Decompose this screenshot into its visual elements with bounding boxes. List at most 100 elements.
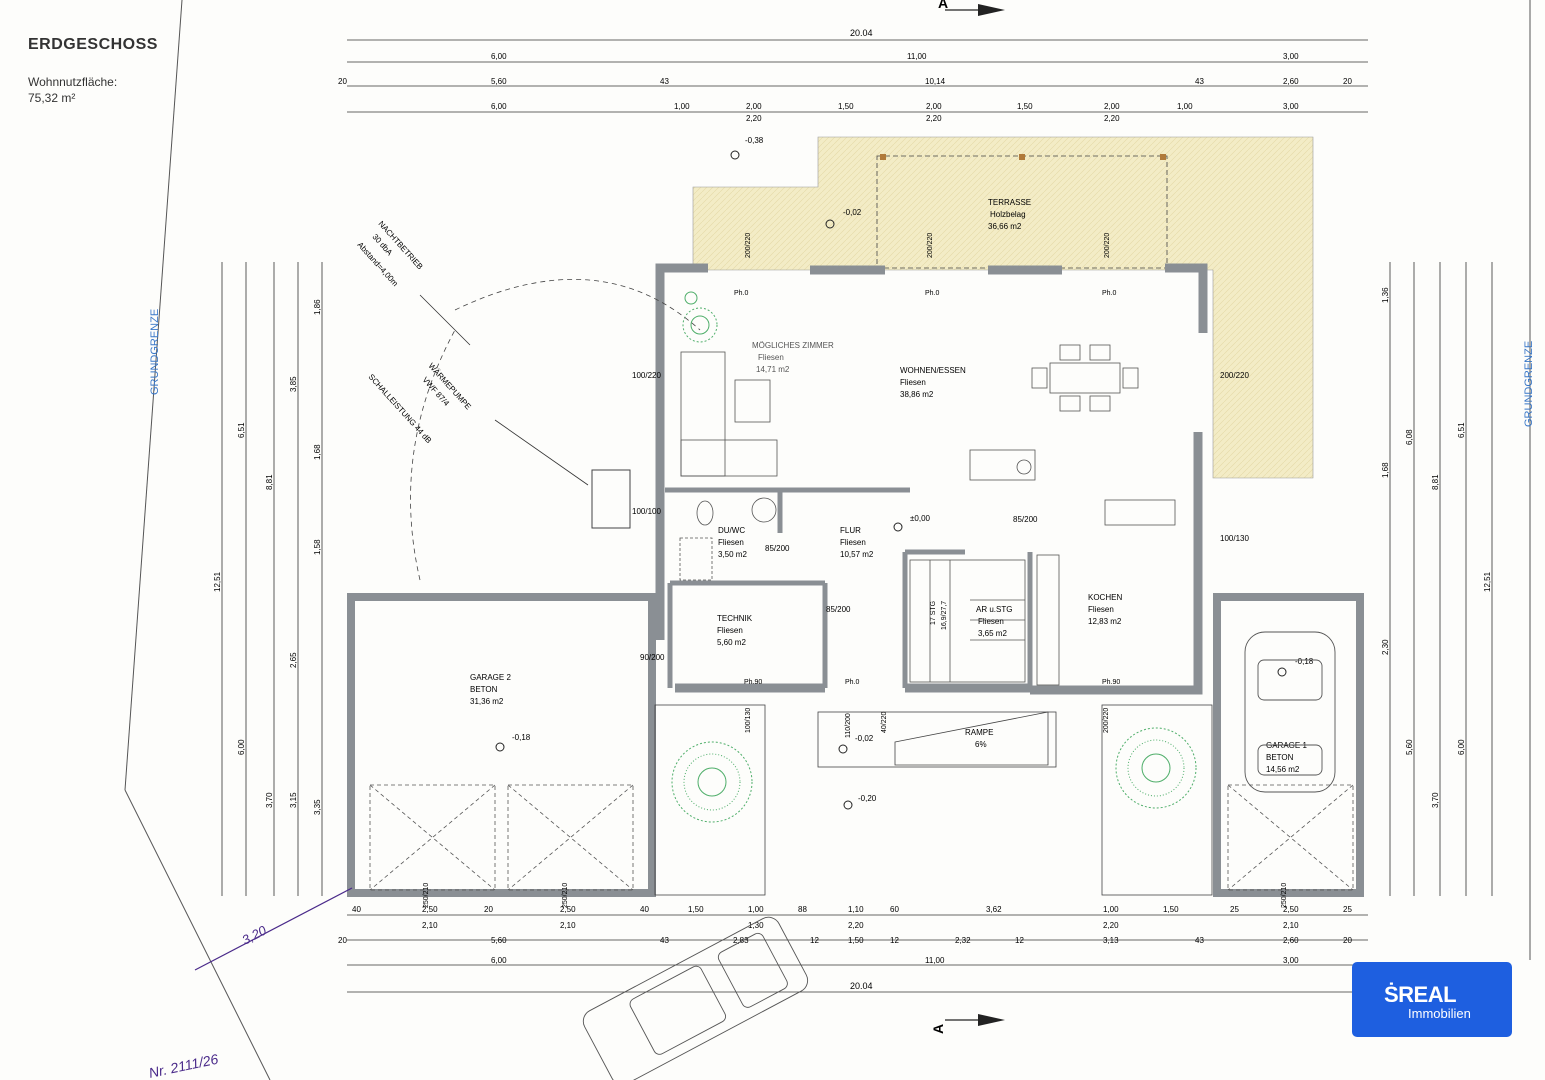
pergola-post xyxy=(880,154,886,160)
bottom-dim-20b: 20 xyxy=(338,936,347,945)
opening-dim: 90/200 xyxy=(640,653,665,662)
top-dim-100a: 1,00 xyxy=(674,102,690,111)
ramp xyxy=(894,711,1049,766)
car-icon xyxy=(582,916,809,1080)
opening-dim: 40/220 xyxy=(881,711,888,733)
section-arrow-top xyxy=(978,4,1005,16)
bottom-dim-12c: 12 xyxy=(1015,936,1024,945)
car-icon xyxy=(1244,631,1336,793)
bottom-dim-20a: 20 xyxy=(484,905,493,914)
bottom-dim-25b: 25 xyxy=(1343,905,1352,914)
room-wohnen-name: WOHNEN/ESSEN xyxy=(900,366,966,375)
room-garage2-floor: BETON xyxy=(470,685,498,694)
sofa-icon xyxy=(680,351,778,477)
interior-walls xyxy=(665,487,1033,688)
bottom-dim-88: 88 xyxy=(798,905,807,914)
left-dim-385: 3,85 xyxy=(289,376,298,392)
bottom-dim-100b: 1,00 xyxy=(1103,905,1119,914)
room-duwc-name: DU/WC xyxy=(718,526,745,535)
stairs-icon xyxy=(909,559,1026,683)
terrace-area xyxy=(692,136,1314,479)
bottom-dim-220a: 2,20 xyxy=(848,921,864,930)
top-dim-20b: 20 xyxy=(1343,77,1352,86)
kitchen-counter-icon xyxy=(969,449,1176,686)
section-arrow-bottom xyxy=(978,1014,1005,1026)
parapet-label: Ph.0 xyxy=(1102,290,1117,297)
room-zimmer-name: MÖGLICHES ZIMMER xyxy=(752,341,834,350)
room-wohnen-floor: Fliesen xyxy=(900,378,926,387)
top-dim-1014: 10,14 xyxy=(925,77,946,86)
room-technik-floor: Fliesen xyxy=(717,626,743,635)
house-walls xyxy=(655,263,1208,695)
opening-dim: 250/210 xyxy=(1281,883,1288,908)
left-dim-total: 12,51 xyxy=(213,571,222,592)
courtyard-left xyxy=(654,704,766,896)
bottom-dim-260: 2,60 xyxy=(1283,936,1299,945)
opening-dim: 200/220 xyxy=(745,233,752,258)
room-kochen-area: 12,83 m2 xyxy=(1088,617,1122,626)
left-dim-881: 8,81 xyxy=(265,474,274,490)
bottom-dim-1100: 11,00 xyxy=(925,956,945,965)
bottom-dim-130: 1,30 xyxy=(748,921,764,930)
room-zimmer-area: 14,71 m2 xyxy=(756,365,790,374)
opening-dim: 250/210 xyxy=(423,883,430,908)
right-dim-370: 3,70 xyxy=(1431,792,1440,808)
opening-dim: 100/100 xyxy=(632,507,661,516)
room-ar-area: 3,65 m2 xyxy=(978,629,1007,638)
room-zimmer-floor: Fliesen xyxy=(758,353,784,362)
opening-dim: 100/130 xyxy=(745,708,752,733)
opening-dim: 100/220 xyxy=(632,371,661,380)
opening-dim: 85/200 xyxy=(826,605,851,614)
opening-dim: 100/130 xyxy=(1220,534,1249,543)
terrace-area-value: 36,66 m2 xyxy=(988,222,1022,231)
room-kochen-floor: Fliesen xyxy=(1088,605,1114,614)
top-dim-150a: 1,50 xyxy=(838,102,854,111)
stairs-ratio: 16,9/27,7 xyxy=(941,601,948,630)
sreal-logo: ṠREAL Immobilien xyxy=(1352,962,1512,1037)
parapet-label: Ph.0 xyxy=(734,290,749,297)
boundary-line-left xyxy=(124,0,183,791)
bottom-dim-12b: 12 xyxy=(890,936,899,945)
plant-icon xyxy=(682,291,718,343)
room-garage2-name: GARAGE 2 xyxy=(470,673,511,682)
garage-doors xyxy=(369,784,1354,891)
bottom-dim-560a: 5,60 xyxy=(491,936,507,945)
stairs-label: 17 STG xyxy=(930,601,937,625)
level-garage2: -0,18 xyxy=(512,733,531,742)
parapet-label: Ph.0 xyxy=(925,290,940,297)
opening-dim: 200/220 xyxy=(1220,371,1249,380)
opening-dim: 200/220 xyxy=(1104,233,1111,258)
bottom-dim-100a: 1,00 xyxy=(748,905,764,914)
bottom-dim-313: 3,13 xyxy=(1103,936,1119,945)
bottom-dim-20c: 20 xyxy=(1343,936,1352,945)
room-ar-name: AR u.STG xyxy=(976,605,1012,614)
top-dim-1100: 11,00 xyxy=(907,52,927,61)
leader-line xyxy=(419,294,471,346)
left-dim-168: 1,68 xyxy=(313,444,322,460)
room-kochen-name: KOCHEN xyxy=(1088,593,1122,602)
top-dim-200a: 2,00 xyxy=(746,102,762,111)
left-dimensions xyxy=(221,262,323,896)
parapet-label: Ph.90 xyxy=(1102,679,1120,686)
tree-icon xyxy=(1115,727,1197,809)
boundary-label-left: GRUNDGRENZE xyxy=(149,309,161,395)
bathroom-fixtures-icon xyxy=(679,497,777,581)
logo-brand: ṠREAL xyxy=(1384,982,1457,1007)
bottom-dim-362: 3,62 xyxy=(986,905,1002,914)
bottom-dimensions xyxy=(347,914,1368,993)
opening-dim: 250/210 xyxy=(562,883,569,908)
left-dim-600: 6,00 xyxy=(237,739,246,755)
level-marker-icon xyxy=(495,150,1287,810)
left-dim-186: 1,86 xyxy=(313,299,322,315)
room-garage1-floor: BETON xyxy=(1266,753,1294,762)
right-dim-608: 6,08 xyxy=(1405,429,1414,445)
bottom-total-dim: 20.04 xyxy=(850,981,873,991)
room-technik-area: 5,60 m2 xyxy=(717,638,746,647)
top-dim-300: 3,00 xyxy=(1283,52,1299,61)
level-garage1: -0,18 xyxy=(1295,657,1314,666)
top-dimensions xyxy=(347,39,1368,113)
right-dim-651: 6,51 xyxy=(1457,422,1466,438)
opening-dim: 85/200 xyxy=(765,544,790,553)
top-dim-200c: 2,00 xyxy=(1104,102,1120,111)
bottom-dim-250a: 2,50 xyxy=(422,905,438,914)
